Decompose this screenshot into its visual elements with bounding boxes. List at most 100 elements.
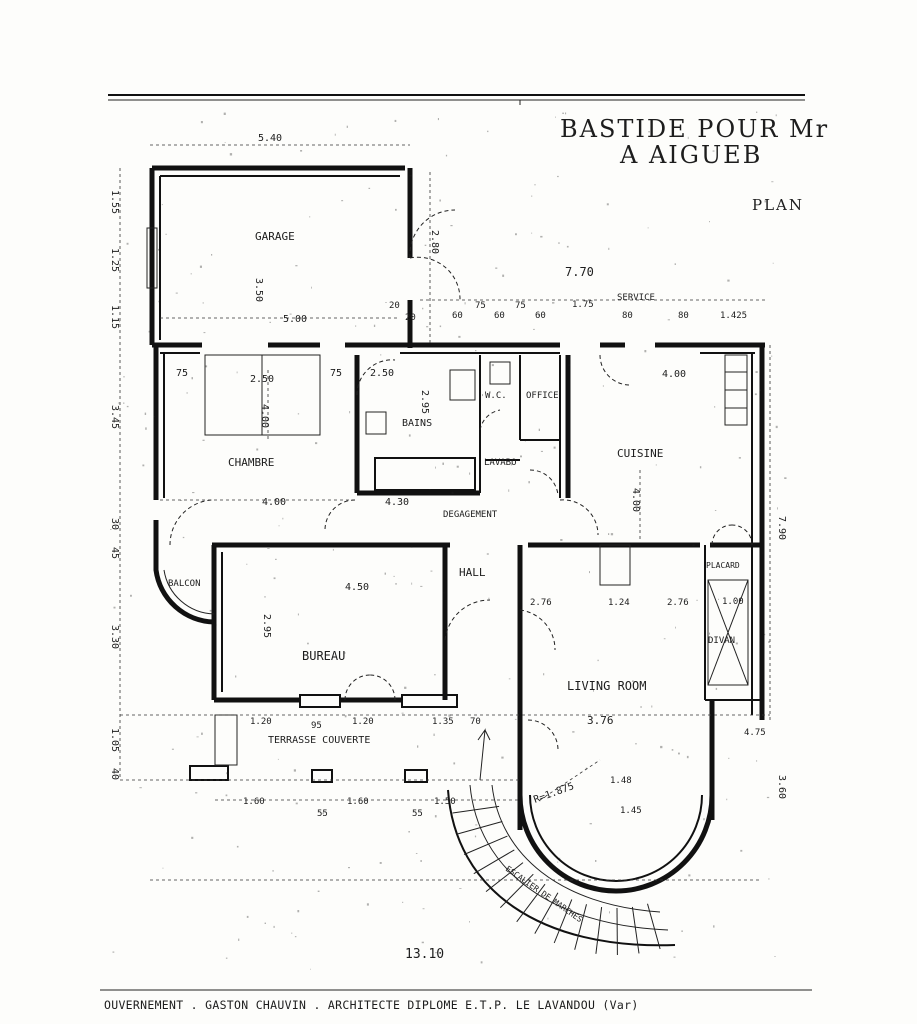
scan-speck — [191, 377, 193, 380]
scan-speck — [273, 577, 276, 580]
dim-row-60b: 60 — [494, 311, 505, 321]
scan-speck — [660, 745, 663, 749]
scan-speck — [142, 464, 145, 467]
room-bureau: BUREAU — [302, 649, 345, 663]
scan-speck — [663, 638, 666, 640]
terrace-column — [214, 714, 238, 766]
dim-chambre-75a: 75 — [176, 368, 188, 379]
room-lavabo: LAVABO — [484, 458, 517, 468]
scan-speck — [768, 878, 770, 880]
scan-speck — [332, 548, 334, 551]
scan-speck — [297, 910, 300, 913]
scan-speck — [322, 812, 324, 815]
scan-speck — [651, 705, 653, 708]
room-wc: W.C. — [485, 391, 507, 401]
scan-speck — [589, 122, 591, 124]
dim-row-20a: 20 — [389, 301, 400, 311]
dim-total-1310: 13.10 — [405, 947, 444, 962]
scan-speck — [145, 427, 147, 430]
scan-speck — [774, 956, 776, 957]
dim-cuisine-400h: 4.00 — [662, 369, 686, 380]
dim-row-175: 1.75 — [572, 300, 594, 310]
scan-speck — [144, 412, 147, 415]
scan-speck — [450, 225, 453, 227]
scan-speck — [681, 930, 683, 932]
dim-living-276b: 2.76 — [667, 598, 689, 608]
fixtures — [204, 354, 749, 686]
scan-speck — [608, 533, 610, 535]
scan-speck — [726, 798, 728, 801]
dim-ter-70: 70 — [470, 717, 481, 727]
scan-speck — [589, 571, 590, 574]
scan-speck — [277, 758, 279, 760]
scan-speck — [456, 465, 459, 468]
scan-speck — [139, 787, 142, 789]
scan-speck — [768, 641, 770, 643]
scan-speck — [113, 606, 116, 609]
dim-bot-55b: 55 — [412, 809, 423, 819]
scan-speck — [161, 204, 163, 206]
scan-speck — [411, 545, 413, 548]
scan-speck — [687, 136, 689, 140]
pier-c — [404, 769, 428, 783]
scan-speck — [422, 307, 424, 310]
scan-speck — [644, 350, 647, 353]
scan-speck — [310, 968, 311, 970]
scan-speck — [246, 563, 248, 565]
stair-tread — [463, 835, 508, 855]
title-line2: A AIGUEB — [619, 141, 762, 169]
dim-cuisine-400v: 4.00 — [630, 488, 641, 512]
scan-speck — [602, 385, 604, 387]
scan-speck — [524, 440, 526, 442]
scan-speck — [341, 200, 344, 202]
scan-speck — [756, 111, 758, 113]
stair-tread — [485, 862, 524, 892]
scan-speck — [295, 802, 298, 805]
scan-speck — [699, 466, 702, 469]
fireplace — [599, 544, 631, 586]
dim-row-60c: 60 — [535, 311, 546, 321]
scan-speck — [295, 265, 298, 267]
scan-speck — [196, 736, 199, 738]
scan-speck — [171, 748, 174, 750]
scan-speck — [344, 652, 346, 654]
scan-speck — [300, 150, 303, 152]
scan-speck — [674, 263, 676, 265]
scan-speck — [215, 624, 217, 626]
scan-speck — [632, 680, 634, 682]
stair-tread — [631, 906, 640, 954]
scan-speck — [224, 142, 226, 143]
scan-speck — [384, 572, 386, 575]
dim-bureau-295: 2.95 — [261, 614, 272, 638]
scan-speck — [348, 867, 350, 869]
scan-speck — [195, 792, 198, 794]
spiral-stair — [447, 728, 676, 956]
scan-speck — [647, 227, 649, 229]
scan-speck — [192, 492, 195, 494]
dimension-labels: 5.40 5.00 3.50 2.80 7.70 1.55 1.25 1.15 … — [109, 133, 787, 962]
scan-speck — [534, 184, 536, 186]
scan-speck — [469, 472, 471, 475]
scan-speck — [771, 355, 773, 357]
garage-walls — [149, 165, 413, 348]
scan-speck — [718, 598, 719, 600]
scan-speck — [713, 925, 715, 928]
scan-speck — [558, 242, 560, 244]
scan-speck — [766, 796, 770, 799]
dim-right-475: 4.75 — [744, 728, 766, 738]
scan-speck — [278, 525, 280, 527]
placard-door — [711, 524, 753, 546]
bains-wc-walls — [479, 355, 561, 498]
scan-speck — [373, 324, 376, 327]
dim-living-124: 1.24 — [608, 598, 630, 608]
garage-inner — [159, 175, 400, 340]
scan-speck — [199, 265, 202, 268]
scan-speck — [346, 125, 348, 128]
living-bay-wall — [517, 794, 715, 894]
scan-speck — [229, 153, 233, 156]
scan-speck — [203, 332, 206, 334]
scan-speck — [420, 585, 423, 587]
dim-row-75a: 75 — [475, 301, 486, 311]
bureau-hall-door — [444, 599, 491, 641]
